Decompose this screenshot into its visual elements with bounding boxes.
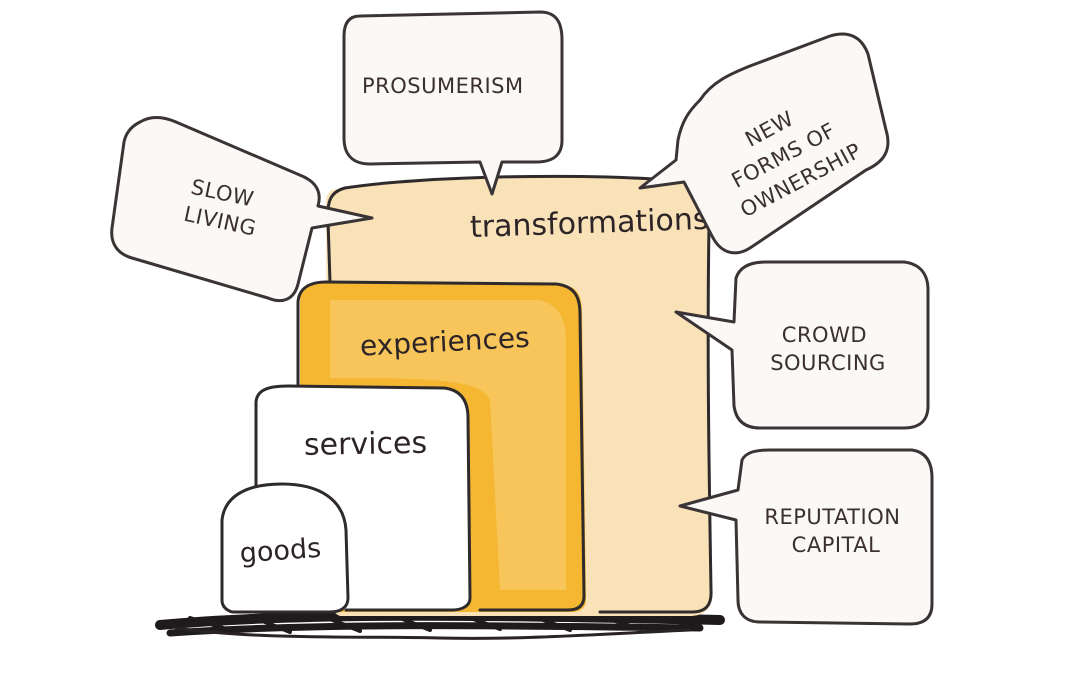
bubble-slow-living: SLOW LIVING bbox=[110, 116, 374, 303]
svg-text:PROSUMERISM: PROSUMERISM bbox=[362, 74, 524, 98]
bubble-crowd-sourcing-line-1: CROWD bbox=[782, 323, 867, 347]
goods-outline bbox=[220, 482, 350, 614]
experiences-outline bbox=[296, 280, 586, 612]
goods-fill bbox=[220, 484, 348, 612]
bubble-prosumerism: PROSUMERISM bbox=[342, 10, 564, 196]
bubble-reputation-line-1: REPUTATION bbox=[764, 505, 900, 529]
bubble-reputation-line-2: CAPITAL bbox=[792, 533, 881, 557]
ground-scribble bbox=[155, 610, 725, 640]
bubble-prosumerism-line-1: PROSUMERISM bbox=[362, 74, 524, 98]
bubble-crowd-sourcing-line-2: SOURCING bbox=[770, 351, 886, 375]
services-label: services bbox=[304, 426, 428, 463]
svg-text:CROWD SOURCING: CROWD SOURCING bbox=[770, 323, 886, 375]
goods-label: goods bbox=[239, 533, 322, 570]
svg-text:REPUTATION CAPITAL: REPUTATION CAPITAL bbox=[764, 505, 907, 557]
goods-block: goods bbox=[220, 482, 350, 614]
transformations-label: transformations bbox=[469, 202, 709, 245]
bubble-reputation-capital: REPUTATION CAPITAL bbox=[678, 448, 934, 626]
bubble-new-forms-of-ownership: NEW FORMS OF OWNERSHIP bbox=[638, 32, 890, 255]
bubble-crowd-sourcing: CROWD SOURCING bbox=[674, 260, 930, 430]
services-outline bbox=[254, 384, 472, 612]
experiences-inner bbox=[330, 300, 566, 590]
